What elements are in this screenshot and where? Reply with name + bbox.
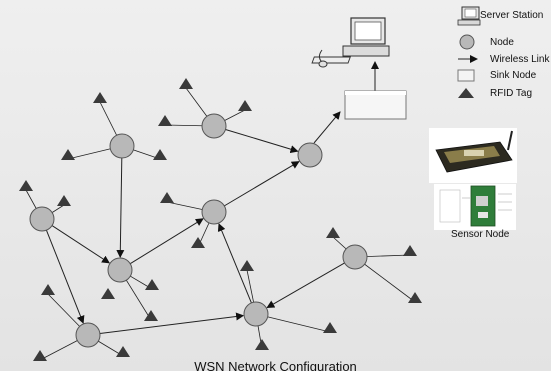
legend-tag-icon [458, 88, 474, 98]
rfid-tag-20 [408, 292, 422, 303]
rfid-tag-10 [145, 279, 159, 290]
wireless-link-to-sink [313, 111, 341, 144]
rfid-tag-21 [403, 245, 417, 256]
node-i [342, 244, 368, 270]
wireless-link-3 [129, 218, 204, 265]
tag-link-17 [255, 313, 331, 333]
rfid-tag-7 [158, 115, 172, 126]
wireless-link-5 [225, 128, 299, 154]
node-a [29, 206, 55, 232]
rfid-tag-11 [144, 310, 158, 321]
wireless-link-2 [45, 229, 85, 324]
node-c [201, 113, 227, 139]
rfid-tag-16 [240, 260, 254, 271]
rfid-tag-14 [33, 350, 47, 361]
wireless-link-0 [116, 157, 125, 259]
rfid-tag-0 [93, 92, 107, 103]
rfid-tag-15 [116, 346, 130, 357]
legend-wireless-link-label: Wireless Link [490, 54, 550, 65]
rfid-tag-12 [101, 288, 115, 299]
legend-rfid-tag-label: RFID Tag [490, 88, 533, 99]
rfid-tag-17 [255, 339, 269, 350]
rfid-tag-8 [160, 192, 174, 203]
rfid-tag-13 [41, 284, 55, 295]
node-g [75, 322, 101, 348]
node-h [243, 301, 269, 327]
diagram-caption: WSN Network Configuration [194, 359, 357, 371]
rfid-tag-2 [57, 195, 71, 206]
legend-server-icon [457, 6, 481, 26]
wireless-link-8 [266, 262, 345, 309]
rfid-tag-9 [191, 237, 205, 248]
wireless-link-1 [51, 225, 110, 264]
node-d [297, 142, 323, 168]
rfid-tags-layer [19, 78, 422, 361]
legend-sink-icon [457, 69, 475, 82]
rfid-tag-6 [238, 100, 252, 111]
node-f [107, 257, 133, 283]
node-b [109, 133, 135, 159]
legend-node-icon [459, 34, 475, 50]
legend-server-station-label: Server Station [480, 10, 544, 21]
rfid-tag-4 [153, 149, 167, 160]
wireless-link-4 [224, 161, 300, 207]
wireless-link-7 [217, 223, 252, 304]
sink-node [344, 90, 407, 120]
node-e [201, 199, 227, 225]
rfid-tag-19 [326, 227, 340, 238]
sensor-node-label: Sensor Node [451, 229, 510, 240]
wireless-link-6 [99, 312, 245, 335]
rfid-tag-3 [61, 149, 75, 160]
nodes-layer [29, 113, 368, 348]
rfid-tag-5 [179, 78, 193, 89]
sensor-node-photo [429, 128, 517, 183]
rfid-tag-1 [19, 180, 33, 191]
legend-sink-node-label: Sink Node [490, 70, 537, 81]
legend-node-label: Node [490, 37, 514, 48]
sensor-node-board [434, 184, 516, 230]
rfid-tag-18 [323, 322, 337, 333]
server-station-icon [311, 17, 390, 68]
